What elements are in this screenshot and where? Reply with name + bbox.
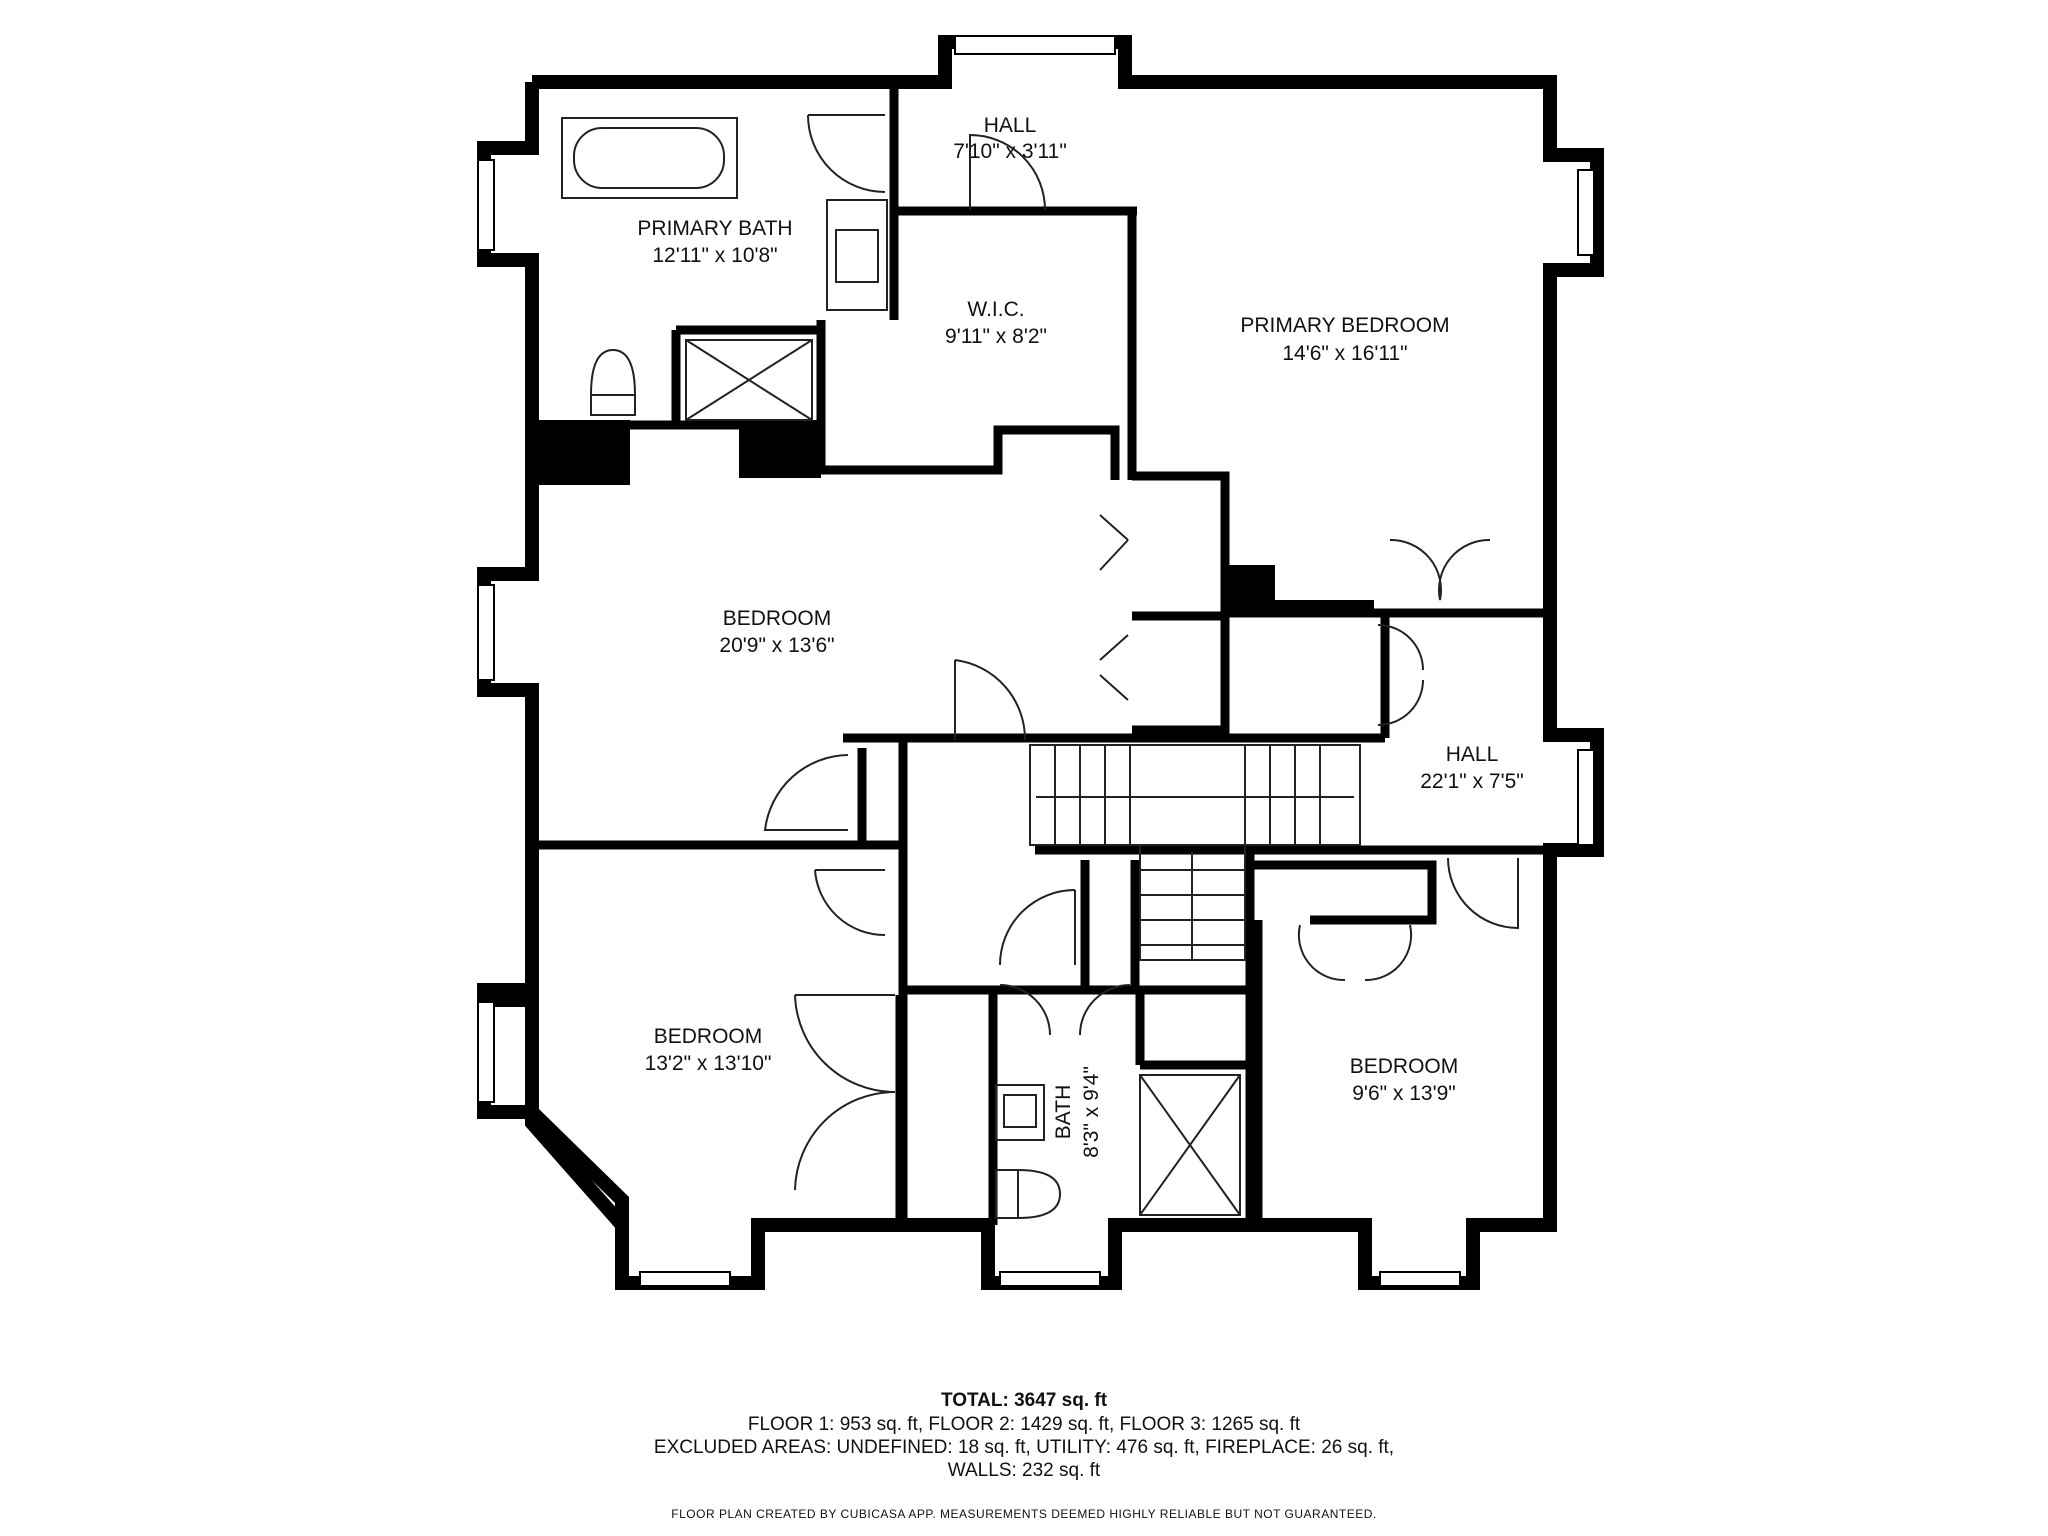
bathtub bbox=[561, 117, 738, 199]
room-size-hall-right: 22'1" x 7'5" bbox=[1420, 770, 1524, 793]
room-name-bath: BATH bbox=[1052, 1085, 1075, 1139]
floor-areas: FLOOR 1: 953 sq. ft, FLOOR 2: 1429 sq. f… bbox=[747, 1414, 1301, 1435]
room-size-bedroom-right: 9'6" x 13'9" bbox=[1352, 1082, 1456, 1105]
room-name-primary-bath: PRIMARY BATH bbox=[637, 217, 792, 240]
shower-primary-bath bbox=[685, 339, 813, 421]
solid-wall-blocks bbox=[532, 420, 1374, 616]
room-name-bedroom-right: BEDROOM bbox=[1350, 1055, 1459, 1078]
room-size-wic: 9'11" x 8'2" bbox=[945, 325, 1047, 348]
room-size-bath: 8'3" x 9'4" bbox=[1080, 1066, 1103, 1158]
room-name-hall-right: HALL bbox=[1446, 743, 1499, 766]
room-size-primary-bedroom: 14'6" x 16'11" bbox=[1282, 342, 1407, 365]
room-size-bedroom-mid: 20'9" x 13'6" bbox=[719, 634, 834, 657]
shower-bath bbox=[1139, 1074, 1241, 1216]
toilet-primary-bath bbox=[590, 394, 636, 416]
room-name-bedroom-left: BEDROOM bbox=[654, 1025, 763, 1048]
window-bath-left bbox=[477, 159, 495, 251]
room-size-bedroom-left: 13'2" x 13'10" bbox=[645, 1052, 772, 1075]
stairs bbox=[1029, 744, 1361, 961]
window-bedroom-left bbox=[477, 1001, 495, 1103]
room-size-primary-bath: 12'11" x 10'8" bbox=[652, 244, 777, 267]
room-name-wic: W.I.C. bbox=[967, 298, 1024, 321]
credit-note: FLOOR PLAN CREATED BY CUBICASA APP. MEAS… bbox=[671, 1507, 1377, 1521]
room-name-primary-bedroom: PRIMARY BEDROOM bbox=[1240, 314, 1449, 337]
total-area: TOTAL: 3647 sq. ft bbox=[940, 1390, 1108, 1411]
doors bbox=[763, 114, 1519, 1191]
window-hall-right bbox=[1577, 749, 1595, 846]
sink-bath bbox=[995, 1084, 1045, 1141]
sink-primary-bath bbox=[826, 199, 888, 311]
room-name-hall-top: HALL bbox=[984, 114, 1037, 137]
window-top-hall bbox=[954, 35, 1116, 55]
excluded-areas: EXCLUDED AREAS: UNDEFINED: 18 sq. ft, UT… bbox=[653, 1437, 1395, 1458]
toilet-bath bbox=[995, 1169, 1019, 1219]
window-primary-right bbox=[1577, 169, 1595, 256]
fixtures bbox=[561, 117, 1241, 1219]
room-name-bedroom-mid: BEDROOM bbox=[723, 607, 832, 630]
room-size-hall-top: 7'10" x 3'11" bbox=[953, 140, 1067, 163]
walls-area: WALLS: 232 sq. ft bbox=[947, 1460, 1101, 1481]
windows bbox=[477, 35, 1595, 1287]
window-bedroom-mid-left bbox=[477, 584, 495, 681]
window-bottom-3 bbox=[1379, 1271, 1461, 1287]
window-bottom-1 bbox=[639, 1271, 731, 1287]
window-bottom-2 bbox=[999, 1271, 1101, 1287]
